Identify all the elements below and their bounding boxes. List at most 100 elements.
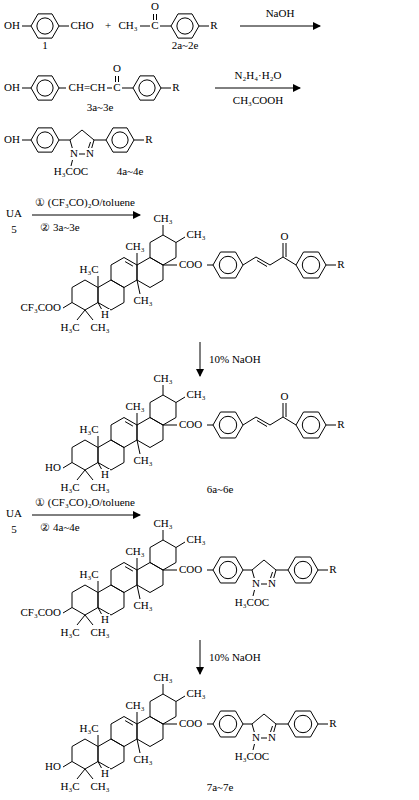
bond-line: [156, 14, 157, 20]
bond-line: [98, 735, 99, 747]
ring: [72, 280, 98, 310]
chem-label: N: [85, 148, 95, 160]
chem-label: O: [280, 391, 290, 403]
bond-line: [137, 712, 138, 724]
chem-label: H₃COC: [234, 597, 270, 609]
chem-label: CH₃: [185, 688, 206, 700]
bond-line: [153, 14, 154, 20]
bond-line: [85, 310, 93, 320]
benzene-ring: [133, 76, 161, 100]
chem-label: COO: [178, 564, 203, 576]
chem-label: R: [328, 564, 337, 576]
ring: [72, 739, 98, 769]
aromatic-circle: [139, 80, 155, 96]
chem-label: N: [251, 578, 261, 590]
bond-line: [63, 608, 72, 614]
chem-label: 6a~6e: [206, 484, 235, 496]
chem-label: CH₃: [89, 482, 110, 494]
chem-label: 3a~3e: [86, 102, 115, 114]
bond-line: [63, 303, 72, 309]
bond-line: [125, 422, 133, 427]
chem-label: CH₃: [89, 627, 110, 639]
bond-line: [163, 425, 177, 426]
benzene-ring: [31, 128, 59, 152]
chem-label: CH₃: [185, 534, 206, 546]
bond-line: [122, 88, 133, 89]
aromatic-circle: [37, 132, 53, 148]
bond-line: [59, 88, 66, 89]
chem-label: H₃C: [59, 627, 80, 639]
chem-label: R: [328, 718, 337, 730]
ring: [137, 418, 163, 448]
chem-label: N: [267, 578, 277, 590]
benzene-ring: [31, 14, 59, 38]
chem-label: 4a~4e: [116, 166, 145, 178]
chem-label: CH₃: [132, 600, 153, 612]
bond-line: [94, 140, 106, 141]
reaction-arrow: [32, 215, 140, 216]
bond-line: [125, 262, 133, 267]
bond-line: [318, 570, 328, 571]
chem-label: O: [150, 1, 160, 13]
bond-line: [176, 397, 185, 403]
bond-line: [283, 417, 296, 425]
bond-line: [98, 276, 99, 288]
bond-line: [243, 417, 256, 425]
chem-label: 10% NaOH: [208, 652, 262, 664]
benzene-ring: [296, 252, 326, 278]
chem-label: CF₃COO: [19, 302, 62, 314]
bond-line: [283, 257, 296, 265]
bond-line: [140, 26, 150, 27]
chem-label: H₃C: [78, 723, 99, 735]
chem-label: COO: [178, 718, 203, 730]
chem-label: UA: [5, 508, 23, 520]
benzene-ring: [296, 412, 326, 438]
bond-line: [22, 26, 31, 27]
chem-label: H₃C: [78, 569, 99, 581]
benzene-ring: [31, 76, 59, 100]
chem-label: 1: [41, 40, 49, 52]
ring: [98, 739, 124, 769]
chem-label: R: [209, 20, 218, 32]
reaction-arrow: [200, 640, 201, 674]
chem-label: CF₃COO: [19, 607, 62, 619]
aromatic-circle: [302, 416, 319, 433]
aromatic-circle: [37, 80, 53, 96]
reaction-arrow: [32, 515, 140, 516]
chem-label: CHO: [69, 20, 94, 32]
ring: [111, 717, 137, 747]
ring: [98, 280, 124, 310]
ring: [72, 585, 98, 615]
chem-label: R: [171, 82, 180, 94]
bond-line: [283, 243, 284, 257]
bond-line: [243, 570, 252, 571]
benzene-ring: [106, 128, 134, 152]
ring: [150, 235, 176, 265]
aromatic-circle: [219, 715, 236, 732]
ring: [111, 258, 137, 288]
chem-label: +: [104, 20, 112, 32]
chem-label: CH₃: [124, 241, 145, 253]
bond-line: [207, 425, 213, 426]
chem-label: C: [112, 82, 121, 94]
aromatic-circle: [37, 18, 53, 34]
chem-label: H: [100, 469, 110, 481]
ring: [111, 418, 137, 448]
chem-label: N: [267, 732, 277, 744]
bond-line: [270, 417, 283, 425]
ring: [150, 540, 176, 570]
chem-label: O: [112, 63, 122, 75]
chem-label: R: [336, 419, 345, 431]
bond-line: [276, 724, 288, 725]
bond-line: [125, 721, 133, 726]
bond-line: [163, 265, 177, 266]
bond-line: [163, 225, 164, 235]
bond-line: [163, 724, 177, 725]
aromatic-circle: [302, 256, 319, 273]
bond-line: [59, 140, 70, 141]
bond-line: [207, 570, 213, 571]
bond-line: [77, 470, 85, 480]
bond-line: [22, 88, 31, 89]
aromatic-circle: [294, 561, 311, 578]
